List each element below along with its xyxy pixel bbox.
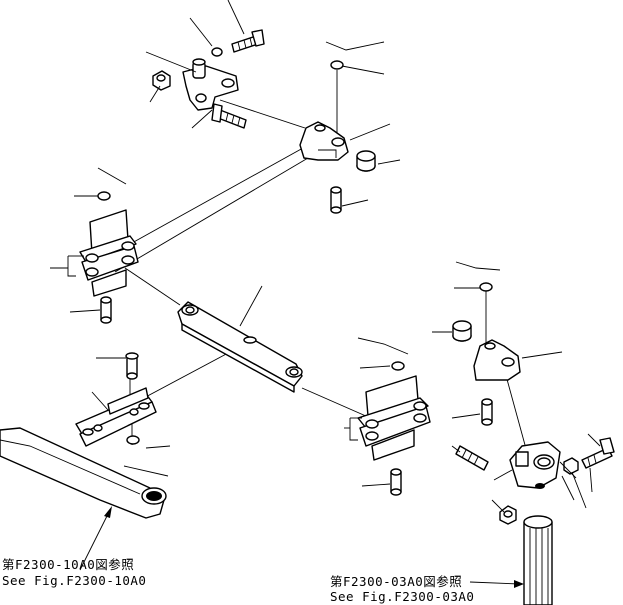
leader-lines [50,0,601,513]
shaft-clamp-bolt-right [581,437,615,469]
right-clamp [357,375,431,461]
nut-bottom [499,505,517,525]
bracket-bolt [211,103,247,129]
lower-left-clamp [75,387,157,447]
reference-arrow-right [469,581,521,585]
washer [391,361,405,371]
steering-shaft [523,515,553,605]
right-lever [473,339,521,381]
reference-left-en: See Fig.F2300-10A0 [2,573,147,588]
left-clamp [79,209,139,297]
bushing [356,150,376,172]
right-bushing [452,320,472,342]
reference-right-en: See Fig.F2300-03A0 [330,589,475,604]
washer [479,282,493,292]
upper-bolt [231,29,265,53]
washer [126,435,140,445]
shaft-clamp-bolt-left [455,445,489,471]
upper-bracket [182,58,239,111]
washer [97,191,111,201]
right-lever-bolt [481,398,493,426]
right-clamp-bolt [390,468,402,496]
lower-left-bolt [125,352,139,380]
reference-left-jp: 第F2300-10A0図参照 [2,557,135,572]
reference-right-jp: 第F2300-03A0図参照 [330,574,463,589]
left-clamp-bolt [100,296,112,324]
shaft-clamp [509,441,561,489]
washer [211,47,223,57]
lower-lever [0,427,167,519]
upper-lever [299,121,349,161]
reference-arrow-left [79,509,111,571]
washer [330,60,344,70]
nut-upper-left [152,70,171,91]
shaft-clamp-nut [563,457,579,475]
center-link [177,301,303,393]
upper-lever-bolt [330,186,342,214]
